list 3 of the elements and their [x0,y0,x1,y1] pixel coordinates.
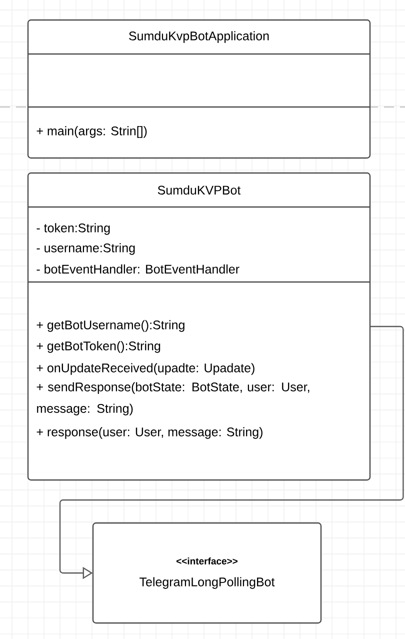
class-box: SumduKVPBot - token:String - username:String - botEventHandler: BotEventHandler + getBotUsername():String + getBotToken():String + onUpdateReceived(upadte: Upadate) + sendResponse(botState: BotState, user: User, message: String) + response(user: User, message: String) [27,172,371,481]
class-box: SumduKvpBotApplication + main(args: Strin[]) [27,19,371,159]
interface-box: <<interface>> TelegramLongPollingBot [92,522,322,624]
